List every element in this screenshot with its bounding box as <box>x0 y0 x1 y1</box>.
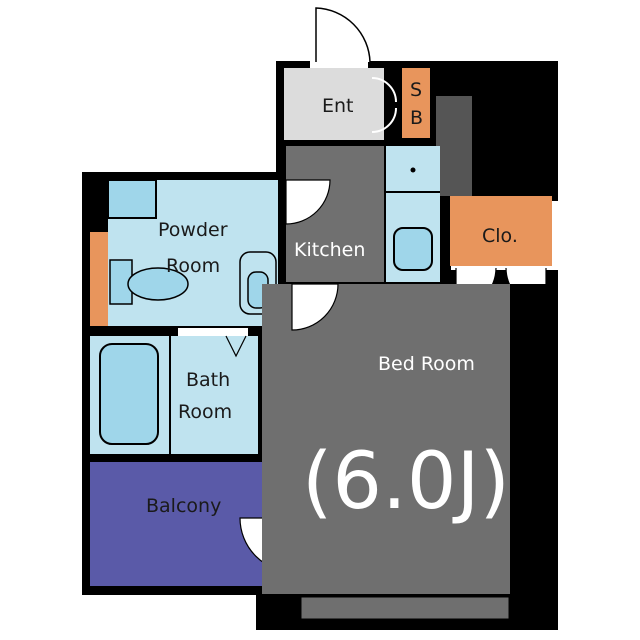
label-shoe-box-top: S <box>410 79 422 101</box>
wall-right-column <box>510 284 558 624</box>
label-closet: Clo. <box>482 225 518 247</box>
label-bath-room-1: Bath <box>186 369 230 391</box>
shoe-box-door-icon[interactable] <box>371 77 397 133</box>
powder-door-icon[interactable] <box>285 179 331 225</box>
entrance-floor <box>284 68 384 140</box>
label-bath-room-2: Room <box>178 401 232 423</box>
bedroom-door-icon[interactable] <box>291 283 339 331</box>
sink-icon <box>393 227 433 271</box>
stove-icon <box>410 167 416 173</box>
label-bed-room: Bed Room <box>378 353 475 375</box>
bed-room-floor <box>262 284 552 594</box>
powder-cabinet <box>107 179 157 219</box>
powder-left-shelf <box>90 232 108 326</box>
label-shoe-box-bottom: B <box>410 107 423 129</box>
label-balcony: Balcony <box>146 495 221 517</box>
label-bed-room-size: (6.0J) <box>302 437 510 527</box>
toilet-bowl-icon <box>127 267 189 301</box>
pipe-space <box>436 96 472 196</box>
bath-door-gap <box>178 328 248 336</box>
shoe-box <box>402 68 430 138</box>
entrance-door-icon[interactable] <box>315 7 371 63</box>
label-kitchen: Kitchen <box>294 239 365 261</box>
window-sill <box>298 594 512 622</box>
label-powder-room-1: Powder <box>158 219 228 241</box>
closet-floor <box>450 196 552 266</box>
bathtub-icon <box>99 343 159 445</box>
label-powder-room-2: Room <box>166 255 220 277</box>
label-entrance: Ent <box>322 95 354 117</box>
bath-door-icon[interactable] <box>225 335 247 358</box>
